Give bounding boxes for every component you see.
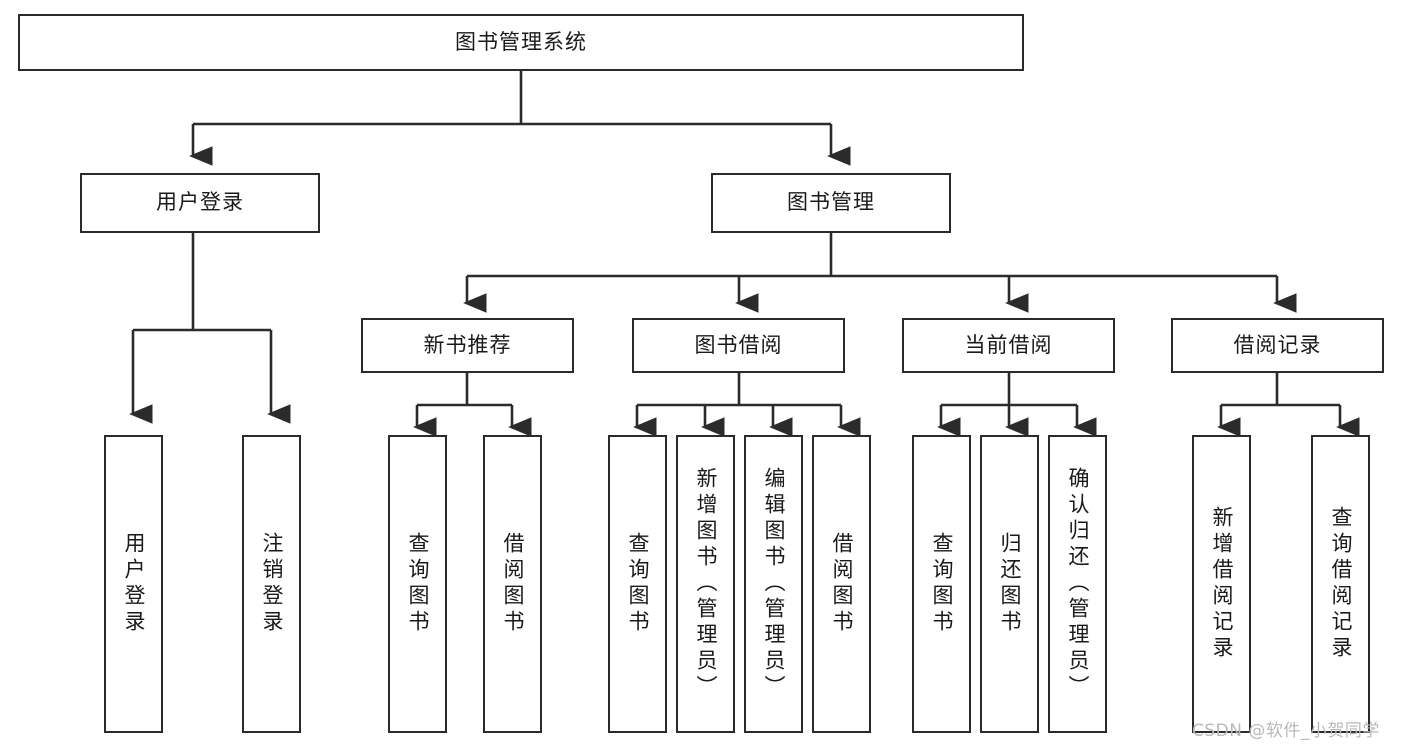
leaf-new-book-query[interactable]: 查询图书 bbox=[388, 435, 447, 733]
node-user-login-label: 用户登录 bbox=[156, 190, 244, 215]
node-book-management[interactable]: 图书管理 bbox=[711, 173, 951, 233]
watermark-csdn: CSDN @软件_小贺同学 bbox=[1192, 721, 1380, 741]
leaf-label: 确认归还（管理员） bbox=[1066, 467, 1091, 701]
leaf-label: 查询图书 bbox=[626, 532, 651, 636]
leaf-current-query-book[interactable]: 查询图书 bbox=[912, 435, 971, 733]
leaf-borrow-edit-book[interactable]: 编辑图书（管理员） bbox=[744, 435, 803, 733]
leaf-user-login-logout[interactable]: 注销登录 bbox=[242, 435, 301, 733]
node-new-book-recommend[interactable]: 新书推荐 bbox=[361, 318, 574, 373]
leaf-label: 查询图书 bbox=[406, 532, 431, 636]
leaf-borrow-borrow-book[interactable]: 借阅图书 bbox=[812, 435, 871, 733]
node-new-book-recommend-label: 新书推荐 bbox=[423, 332, 512, 357]
leaf-label: 新增借阅记录 bbox=[1210, 506, 1235, 662]
leaf-label: 归还图书 bbox=[998, 532, 1023, 636]
node-borrow-records-label: 借阅记录 bbox=[1233, 332, 1322, 357]
leaf-borrow-add-book[interactable]: 新增图书（管理员） bbox=[676, 435, 735, 733]
node-book-borrow-label: 图书借阅 bbox=[694, 332, 783, 357]
node-borrow-records[interactable]: 借阅记录 bbox=[1171, 318, 1384, 373]
node-root-label: 图书管理系统 bbox=[455, 29, 587, 54]
node-root[interactable]: 图书管理系统 bbox=[18, 14, 1024, 71]
leaf-label: 查询借阅记录 bbox=[1329, 506, 1354, 662]
leaf-label: 新增图书（管理员） bbox=[694, 467, 719, 701]
leaf-borrow-query-book[interactable]: 查询图书 bbox=[608, 435, 667, 733]
node-current-borrow[interactable]: 当前借阅 bbox=[902, 318, 1115, 373]
leaf-current-return-book[interactable]: 归还图书 bbox=[980, 435, 1039, 733]
leaf-new-book-borrow[interactable]: 借阅图书 bbox=[483, 435, 542, 733]
leaf-label: 用户登录 bbox=[122, 532, 147, 636]
leaf-current-confirm-return[interactable]: 确认归还（管理员） bbox=[1048, 435, 1107, 733]
leaf-label: 借阅图书 bbox=[830, 532, 855, 636]
node-user-login[interactable]: 用户登录 bbox=[80, 173, 320, 233]
leaf-label: 查询图书 bbox=[930, 532, 955, 636]
leaf-user-login-login[interactable]: 用户登录 bbox=[104, 435, 163, 733]
leaf-records-query-record[interactable]: 查询借阅记录 bbox=[1311, 435, 1370, 733]
node-book-management-label: 图书管理 bbox=[787, 190, 875, 215]
leaf-label: 注销登录 bbox=[260, 532, 285, 636]
node-current-borrow-label: 当前借阅 bbox=[964, 332, 1053, 357]
node-book-borrow[interactable]: 图书借阅 bbox=[632, 318, 845, 373]
leaf-label: 编辑图书（管理员） bbox=[762, 467, 787, 701]
leaf-records-add-record[interactable]: 新增借阅记录 bbox=[1192, 435, 1251, 733]
leaf-label: 借阅图书 bbox=[501, 532, 526, 636]
